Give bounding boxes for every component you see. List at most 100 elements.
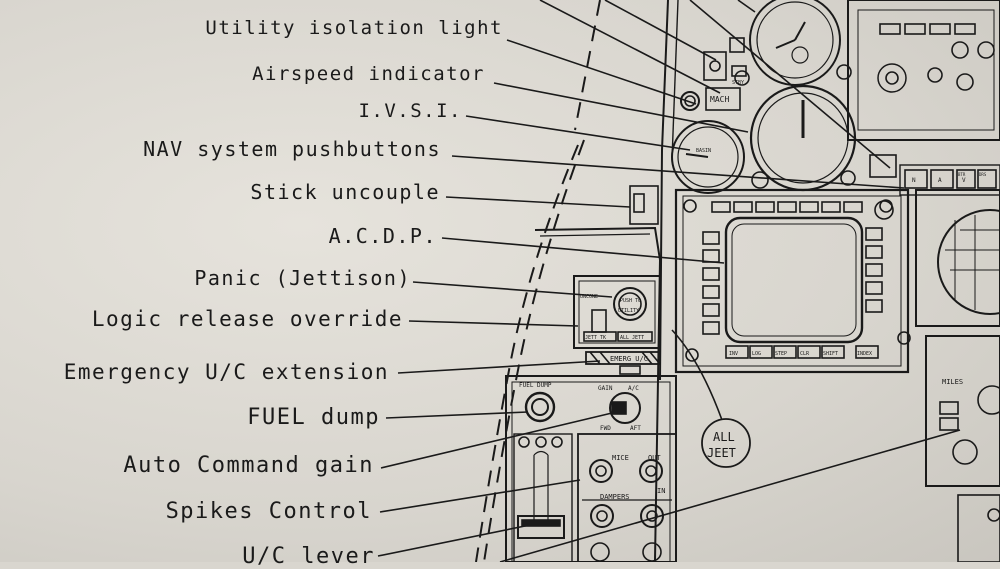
canopy-arc-outer xyxy=(483,139,585,562)
miles-text: MILES xyxy=(942,378,963,386)
push-to-text: PUSH TO xyxy=(620,298,641,304)
basin-text: BASIN xyxy=(696,148,711,154)
leader-airspeed-indicator xyxy=(493,82,749,133)
acdp-key-inv: INV xyxy=(729,351,738,357)
label-auto-command-gain: Auto Command gain xyxy=(123,453,374,478)
clock-knob xyxy=(734,70,750,86)
gain-text: GAIN xyxy=(598,385,613,392)
leader-spikes-control xyxy=(379,479,581,513)
leader-all-jeet xyxy=(671,329,723,421)
mach-box xyxy=(705,87,741,111)
clock-gauge xyxy=(749,0,841,86)
acdp-key-step: STEP xyxy=(775,351,787,357)
fwd-text: FWD xyxy=(600,425,611,432)
uc-lever-handle xyxy=(517,515,565,539)
jettison-panel xyxy=(573,275,661,349)
label-utility-isolation-light: Utility isolation light xyxy=(205,17,503,39)
ivsi-gauge xyxy=(671,120,745,194)
acdp-key-shift: SHIFT xyxy=(823,351,838,357)
leader-utility-isolation-light xyxy=(506,39,697,105)
jeet-text: JEET xyxy=(707,446,736,460)
label-stick-uncouple: Stick uncouple xyxy=(250,180,440,204)
acdp-left-buttons xyxy=(702,231,720,335)
stby-text: STBY xyxy=(732,80,744,86)
nav-key-3 xyxy=(956,169,976,189)
utility-text: UTILITY xyxy=(618,308,639,314)
right-upper-panel xyxy=(847,0,1000,141)
label-emergency-uc-extension: Emergency U/C extension xyxy=(63,360,389,384)
all-text: ALL xyxy=(713,430,735,444)
uic-box xyxy=(869,154,897,178)
label-nav-system-pushbuttons: NAV system pushbuttons xyxy=(143,137,441,161)
stick-uncouple-switch xyxy=(629,185,659,225)
label-logic-release-override: Logic release override xyxy=(91,307,403,331)
label-acdp: A.C.D.P. xyxy=(328,224,437,248)
nav-key-label-3: V xyxy=(962,177,966,184)
leader-top-2 xyxy=(604,0,717,61)
leader-fuel-dump xyxy=(385,411,529,419)
ac-text: A/C xyxy=(628,385,639,392)
leader-uc-lever xyxy=(377,524,531,557)
dampers-text: DAMPERS xyxy=(600,493,630,501)
leader-top-1 xyxy=(539,0,721,94)
leader-auto-command-gain xyxy=(380,412,613,469)
nav-key-label-5: DRS xyxy=(979,172,987,177)
moving-map-gauge xyxy=(937,209,1000,315)
leader-logic-release-override xyxy=(408,320,579,327)
in-text: IN xyxy=(657,487,665,495)
acdp-key-clr: CLR xyxy=(800,351,810,357)
canopy-arc-inner xyxy=(475,144,579,562)
mach-switch-housing xyxy=(703,51,727,81)
label-fuel-dump: FUEL dump xyxy=(247,405,380,430)
utility-isolation-light-icon xyxy=(680,91,700,111)
acdp-top-buttons xyxy=(711,201,863,213)
label-panic-jettison: Panic (Jettison) xyxy=(194,266,411,290)
damper-knob-2 xyxy=(640,504,664,528)
acdp-right-buttons xyxy=(865,227,883,313)
leader-emergency-uc-extension xyxy=(397,360,601,374)
acdp-bottom-keys xyxy=(725,345,879,359)
aft-text: AFT xyxy=(630,425,641,432)
all-jeet-callout xyxy=(701,418,751,468)
nav-key-4 xyxy=(977,169,997,189)
out-text: OUT xyxy=(648,454,661,462)
label-ivsi: I.V.S.I. xyxy=(358,100,462,122)
emergency-uc-handle xyxy=(585,351,661,365)
mice-text: MICE xyxy=(612,454,629,462)
label-spikes-control: Spikes Control xyxy=(165,499,372,524)
leader-ivsi xyxy=(465,115,691,151)
panel-edge-left-2 xyxy=(671,0,679,161)
left-console-edge-2 xyxy=(539,233,651,237)
acdp-panel xyxy=(674,188,910,374)
acdp-key-index: INDEX xyxy=(857,351,872,357)
jett-tk-text: JETT TK xyxy=(585,335,606,341)
nav-pushbutton-strip xyxy=(899,164,1000,196)
nav-key-1 xyxy=(904,169,928,189)
spikes-knob-2 xyxy=(639,459,663,483)
fuel-dump-text: FUEL DUMP xyxy=(519,382,552,389)
right-map-panel xyxy=(915,189,1000,327)
fuel-dump-button xyxy=(524,391,556,423)
auto-command-gain-knob xyxy=(609,392,641,424)
emerg-uc-text: EMERG U/C xyxy=(610,355,648,363)
nav-key-label-1: N xyxy=(912,177,916,184)
leader-stick-uncouple xyxy=(445,196,631,208)
mach-text: MACH xyxy=(710,95,729,104)
uc-lever-panel xyxy=(513,433,573,562)
label-airspeed-indicator: Airspeed indicator xyxy=(252,63,485,85)
nav-key-label-4: BTR xyxy=(958,172,966,177)
uncone-text: UNCONE xyxy=(580,294,598,300)
damper-knob-1 xyxy=(590,504,614,528)
panic-jettison-button xyxy=(613,287,647,321)
acdp-key-log: LOG xyxy=(752,351,761,357)
left-console-edge xyxy=(534,226,662,561)
acdp-screen xyxy=(724,216,864,344)
all-jett-text: ALL JETT xyxy=(620,335,644,341)
spikes-control-panel xyxy=(577,433,677,562)
leader-top-4 xyxy=(737,0,756,13)
right-lower-panel xyxy=(925,335,1000,487)
leader-acdp xyxy=(441,237,725,264)
canopy-arc-top xyxy=(574,0,601,131)
